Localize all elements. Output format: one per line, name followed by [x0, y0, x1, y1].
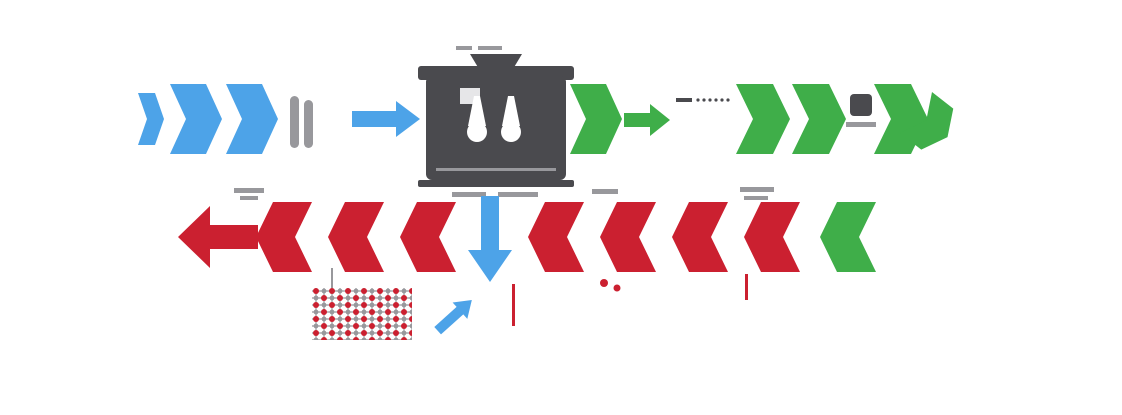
- micro-label-green-1: [592, 189, 618, 194]
- arrow-blue-down-icon: [468, 196, 512, 282]
- chevron-red-3-icon: [600, 202, 656, 272]
- arrow-red-left-end-icon: [178, 206, 258, 268]
- chevron-green-3-icon: [792, 84, 846, 154]
- crystal-lattice-inset: [312, 288, 412, 340]
- chevron-red-4-icon: [528, 202, 584, 272]
- chevron-red-2-icon: [672, 202, 728, 272]
- top-flow: [138, 46, 954, 200]
- arrow-blue-diagonal-icon: [434, 299, 472, 335]
- arrow-green-right-icon: [624, 104, 670, 136]
- furnace-top-mark-2: [478, 46, 502, 50]
- crucible-square-icon: [846, 94, 876, 127]
- furnace-base: [418, 180, 574, 187]
- ampoule-tubes-icon: [290, 96, 313, 148]
- chevron-blue-small-icon: [138, 93, 164, 145]
- chevron-green-turn-down-icon: [899, 92, 954, 150]
- chevron-red-5-icon: [400, 202, 456, 272]
- tick-red-1: [512, 284, 515, 326]
- ampoule-in-furnace-1: [467, 96, 487, 142]
- micro-label-under-furnace-2: [498, 192, 538, 197]
- dash-dotted-marker: [676, 98, 730, 102]
- micro-label-green-mid: [740, 187, 774, 200]
- furnace-top-mark-1: [456, 46, 472, 50]
- tick-red-2: [745, 274, 748, 300]
- chevron-blue-1-icon: [170, 84, 222, 154]
- bottom-flow: [178, 196, 876, 282]
- furnace-seam-line: [436, 168, 556, 171]
- chevron-green-1-icon: [570, 84, 622, 154]
- micro-label-under-furnace-1: [452, 192, 486, 197]
- chevron-blue-2-icon: [226, 84, 278, 154]
- micro-label-left: [234, 188, 264, 200]
- furnace-icon: [418, 46, 574, 197]
- dots-red: [600, 279, 621, 292]
- chevron-red-6-icon: [328, 202, 384, 272]
- annotations: [312, 268, 748, 340]
- chevron-red-7-icon: [256, 202, 312, 272]
- chevron-red-1-icon: [744, 202, 800, 272]
- chevron-green-2-icon: [736, 84, 790, 154]
- ampoule-in-furnace-2: [501, 96, 521, 142]
- furnace-body: [426, 76, 566, 180]
- chevron-green-left-icon: [820, 202, 876, 272]
- arrow-blue-right-icon: [352, 101, 420, 137]
